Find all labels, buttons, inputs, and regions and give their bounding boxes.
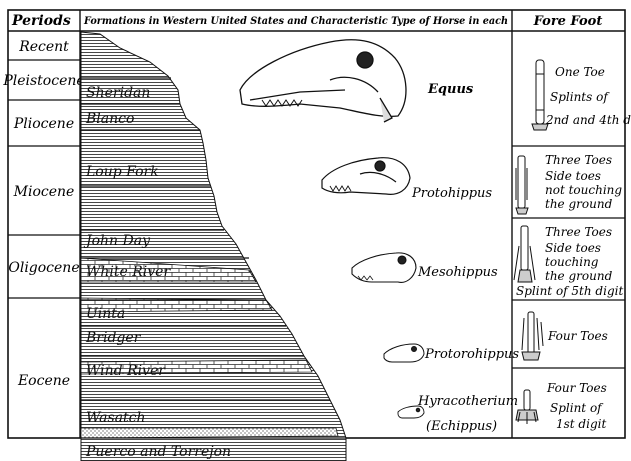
formation-wind-river: Wind River xyxy=(86,363,166,379)
protorohippus-skull xyxy=(384,344,424,362)
horse-hyracotherium-label: Hyracotherium xyxy=(417,394,518,409)
foot5-line1: Four Toes xyxy=(546,381,607,395)
foot1-line2: Splints of xyxy=(550,90,610,104)
period-recent: Recent xyxy=(18,39,69,55)
horse-protorohippus-label: Protorohippus xyxy=(424,347,519,362)
foot3-line4: the ground xyxy=(545,269,613,283)
formation-loup-fork: Loup Fork xyxy=(85,164,159,180)
foot5-line3: 1st digit xyxy=(556,417,606,431)
horse-equus-label: Equus xyxy=(427,82,474,97)
period-miocene: Miocene xyxy=(13,184,75,200)
period-eocene: Eocene xyxy=(17,373,70,389)
foot2-line4: the ground xyxy=(545,197,613,211)
formation-bridger: Bridger xyxy=(85,330,142,346)
formation-wasatch: Wasatch xyxy=(86,410,146,426)
horse-mesohippus-label: Mesohippus xyxy=(417,265,498,280)
period-pleistocene: Pleistocene xyxy=(2,73,84,89)
horse-echippus-label: (Echippus) xyxy=(426,419,497,434)
mesohippus-skull xyxy=(352,253,416,282)
foot3-line3: touching xyxy=(545,255,599,269)
foot2-line3: not touching xyxy=(545,183,622,197)
formation-john-day: John Day xyxy=(83,233,151,249)
formation-uinta: Uinta xyxy=(86,306,125,322)
protohippus-skull xyxy=(322,158,410,195)
foot-four-toes-icon xyxy=(522,312,543,360)
formation-puerco-torrejon: Puerco and Torrejon xyxy=(85,444,231,460)
foot1-line3: 2nd and 4th digits xyxy=(545,113,631,127)
period-pliocene: Pliocene xyxy=(13,116,74,132)
foot-three-toes-icon xyxy=(516,156,528,214)
foot1-line1: One Toe xyxy=(555,65,605,79)
foot2-line2: Side toes xyxy=(545,169,601,183)
foot4-line1: Four Toes xyxy=(547,329,608,343)
fore-foot-header: Fore Foot xyxy=(533,14,603,29)
formations-header: Formations in Western United States and … xyxy=(83,15,508,27)
foot-three-toes-touching-icon xyxy=(514,226,535,282)
foot3-line2: Side toes xyxy=(545,241,601,255)
foot3-line5: Splint of 5th digit xyxy=(516,284,623,298)
horse-protohippus-label: Protohippus xyxy=(411,186,492,201)
periods-header: Periods xyxy=(11,13,71,29)
foot2-line1: Three Toes xyxy=(545,153,612,167)
period-oligocene: Oligocene xyxy=(8,260,79,276)
foot5-line2: Splint of xyxy=(550,401,604,415)
formation-sheridan: Sheridan xyxy=(86,85,150,101)
formation-white-river: White River xyxy=(86,264,171,280)
equus-skull xyxy=(240,40,406,122)
foot-four-toes-splint-icon xyxy=(516,390,538,424)
foot3-line1: Three Toes xyxy=(545,225,612,239)
formation-blanco: Blanco xyxy=(85,111,134,127)
